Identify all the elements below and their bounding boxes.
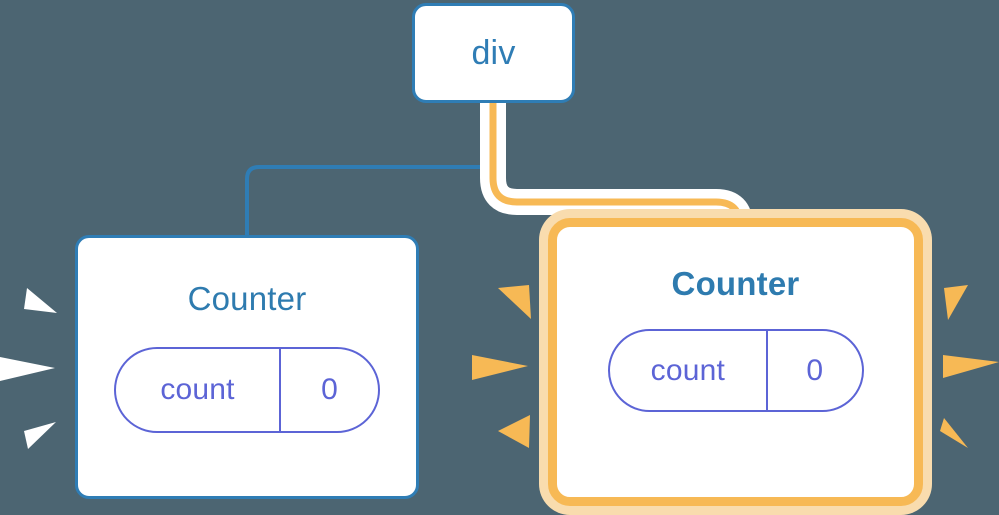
burst-left-inner-icon [472, 285, 531, 448]
node-counter-left-label: Counter [187, 280, 307, 317]
state-pill-right[interactable]: count 0 [607, 329, 864, 412]
state-value-right: 0 [806, 353, 824, 387]
burst-ray-icon [0, 357, 55, 381]
burst-ray-icon [472, 355, 528, 380]
node-div[interactable]: div [412, 3, 575, 103]
edge-div-to-counter-right [489, 103, 744, 232]
burst-ray-icon [944, 285, 968, 320]
burst-ray-icon [943, 355, 999, 378]
edge-div-to-counter-left [245, 103, 495, 237]
burst-ray-icon [24, 288, 57, 313]
state-pill-left[interactable]: count 0 [114, 347, 380, 433]
burst-ray-icon [498, 415, 530, 448]
node-counter-right-label: Counter [671, 265, 800, 302]
burst-ray-icon [498, 285, 531, 319]
burst-ray-icon [940, 418, 968, 448]
state-key-right: count [610, 331, 769, 410]
burst-right-inner-icon [940, 285, 999, 448]
burst-ray-icon [24, 422, 56, 449]
state-key-left: count [116, 349, 282, 431]
burst-left-outer-icon [0, 288, 57, 449]
edge-div-to-counter-right-halo [480, 103, 753, 239]
node-counter-right[interactable]: Counter count 0 [548, 218, 923, 506]
state-value-left: 0 [321, 373, 338, 406]
node-div-label: div [471, 33, 516, 72]
node-counter-left[interactable]: Counter count 0 [75, 235, 419, 499]
